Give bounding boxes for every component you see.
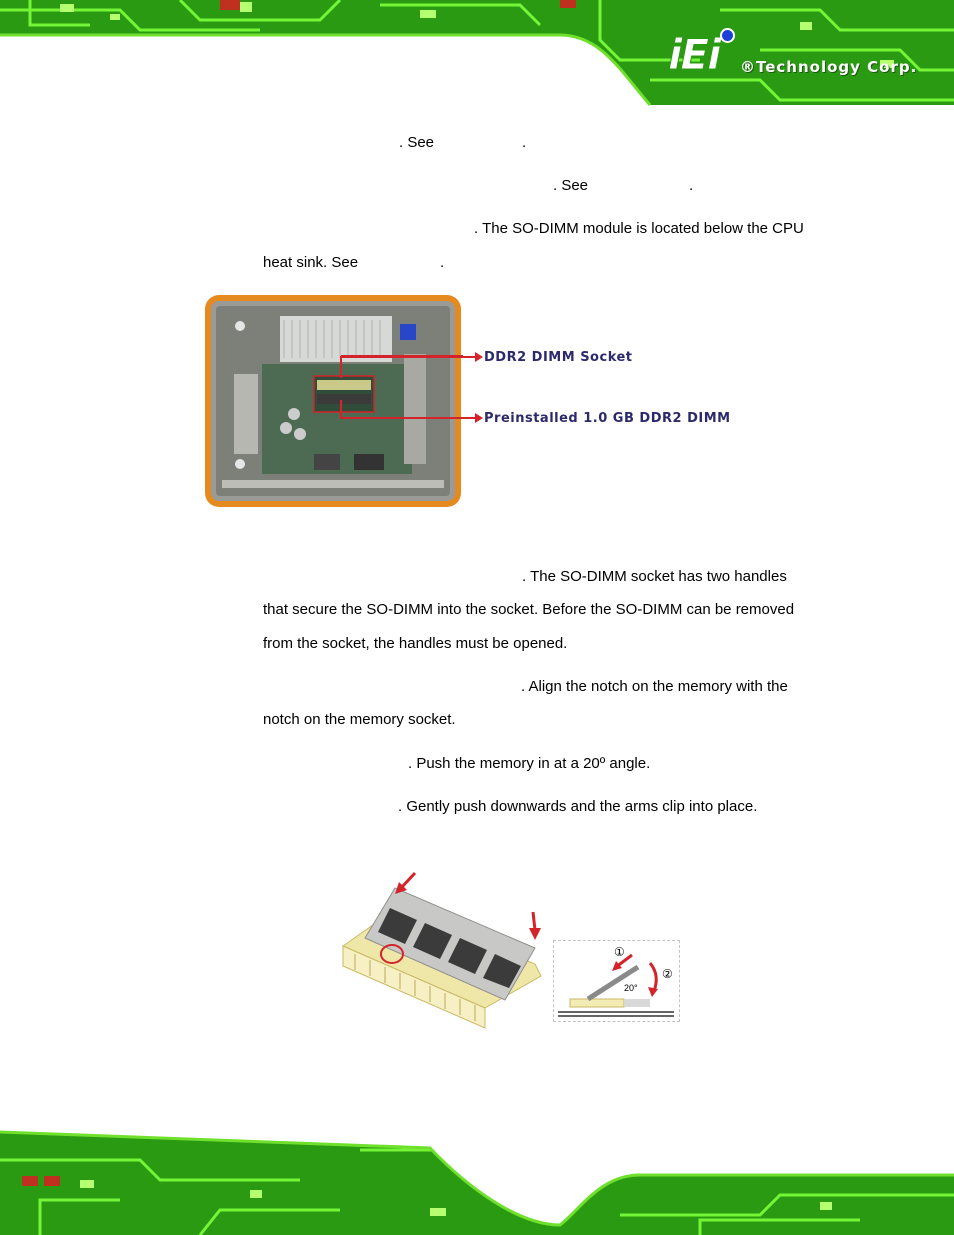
- logo-mark: iEi: [667, 30, 722, 80]
- para-remove-3: from the socket, the handles must be ope…: [263, 635, 568, 652]
- callout-preinstalled-dimm: Preinstalled 1.0 GB DDR2 DIMM: [484, 411, 731, 426]
- angle-detail-figure: ① ② 20°: [553, 940, 680, 1022]
- socket-pointer-drop: [340, 356, 342, 378]
- step-text-3: . The SO-DIMM module is located below th…: [474, 220, 804, 237]
- angle-diagram-image: [558, 953, 674, 1017]
- step-text-3b-end: .: [440, 254, 445, 271]
- socket-pointer-line: [340, 356, 476, 358]
- socket-arrow-head-icon: [475, 352, 483, 362]
- para-remove-2: that secure the SO-DIMM into the socket.…: [263, 601, 795, 618]
- step-one-marker: ①: [614, 945, 625, 959]
- sodimm-location-figure: [204, 294, 463, 508]
- step-two-marker: ②: [662, 967, 673, 981]
- para-align-2: notch on the memory socket.: [263, 711, 456, 728]
- para-insert: . Push the memory in at a 20º angle.: [408, 755, 651, 772]
- step-text-1: . See: [399, 134, 434, 152]
- footer-banner: [0, 1120, 954, 1235]
- company-logo: iEi: [667, 28, 735, 80]
- callout-ddr2-socket: DDR2 DIMM Socket: [484, 350, 633, 365]
- install-illustration-image: [341, 871, 542, 1029]
- step-text-1-lead: . See: [399, 134, 435, 151]
- angle-label: 20°: [624, 983, 638, 993]
- dimm-pointer-line: [340, 417, 476, 419]
- para-remove-1: . The SO-DIMM socket has two handles: [522, 568, 787, 585]
- logo-dot-icon: [720, 28, 735, 43]
- dimm-arrow-head-icon: [475, 413, 483, 423]
- para-align-1: . Align the notch on the memory with the: [521, 678, 788, 695]
- dimm-pointer-drop: [340, 400, 342, 418]
- step-text-2: . See: [553, 177, 589, 194]
- circuit-board-footer-image: [0, 1120, 954, 1235]
- header-banner: iEi ®Technology Corp.: [0, 0, 954, 112]
- step-text-3b: heat sink. See: [263, 254, 359, 271]
- sodimm-install-figure: [335, 868, 545, 1033]
- para-seat: . Gently push downwards and the arms cli…: [398, 798, 758, 815]
- company-name: ®Technology Corp.: [740, 58, 918, 76]
- step-text-2-end: .: [689, 177, 694, 194]
- circuit-board-header-image: [0, 0, 954, 112]
- step-text-1-end: .: [522, 134, 527, 151]
- board-photo-image: [205, 295, 461, 507]
